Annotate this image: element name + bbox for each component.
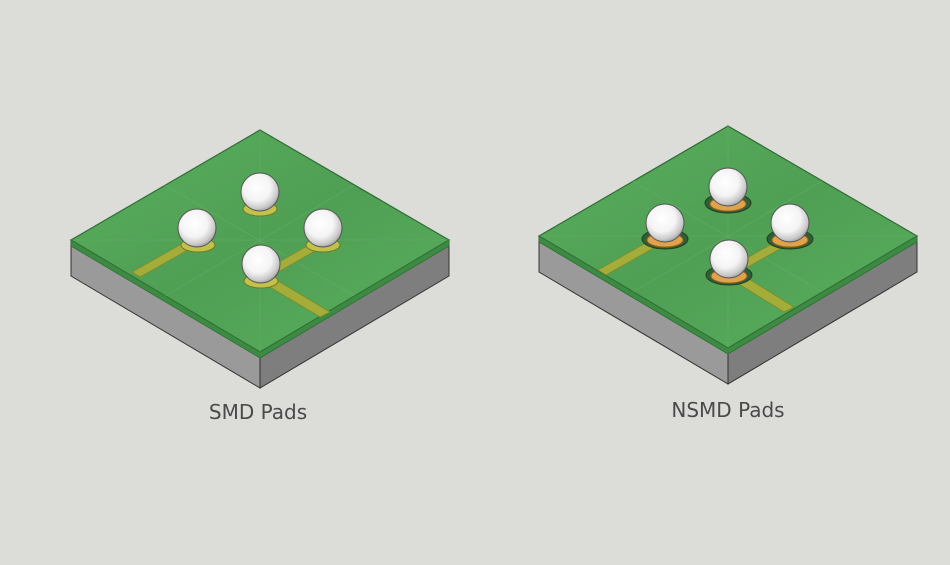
smd-ball-bottom bbox=[241, 244, 281, 284]
nsmd-ball-top bbox=[708, 167, 748, 207]
nsmd-pads-caption: NSMD Pads bbox=[671, 398, 785, 422]
smd-ball-left bbox=[177, 208, 217, 248]
nsmd-ball-right bbox=[770, 203, 810, 243]
smd-pads-caption: SMD Pads bbox=[208, 400, 308, 424]
nsmd-solder-balls bbox=[645, 167, 810, 279]
smd-surface-shading bbox=[71, 130, 449, 352]
smd-board bbox=[69, 129, 451, 389]
smd-solder-balls bbox=[177, 172, 343, 284]
nsmd-ball-bottom bbox=[709, 239, 749, 279]
nsmd-board bbox=[537, 125, 919, 385]
nsmd-ball-left bbox=[645, 203, 685, 243]
nsmd-surface-shading bbox=[539, 126, 917, 348]
smd-ball-top bbox=[240, 172, 280, 212]
smd-ball-right bbox=[303, 208, 343, 248]
